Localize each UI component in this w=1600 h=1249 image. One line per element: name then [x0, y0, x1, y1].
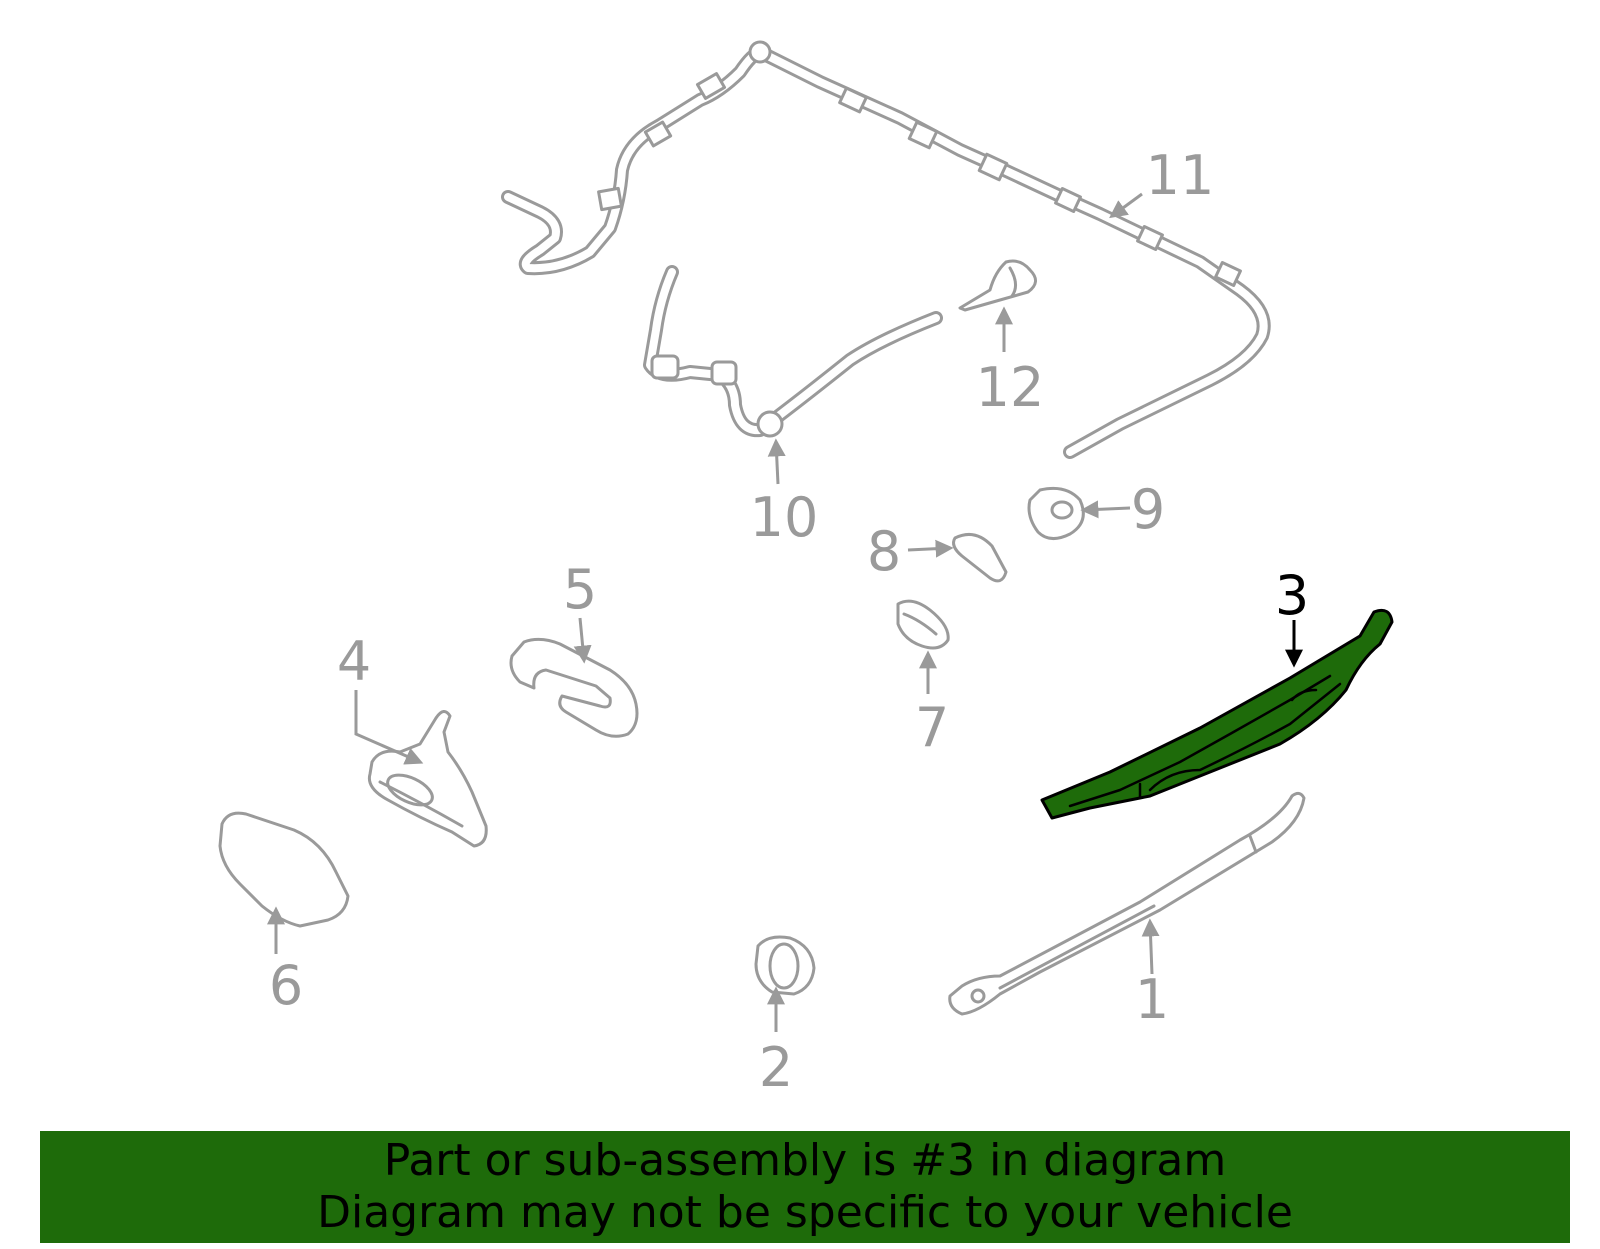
callout-10: 10: [750, 486, 819, 549]
callout-3: 3: [1275, 564, 1309, 627]
leader-10: [767, 438, 786, 485]
leader-11: [1109, 192, 1143, 219]
part-3-wiper-blade: [1040, 608, 1394, 820]
callout-8: 8: [867, 520, 901, 583]
callout-7: 7: [915, 696, 949, 759]
callout-5: 5: [563, 558, 597, 621]
part-5-seal: [509, 637, 639, 738]
callout-2: 2: [759, 1036, 793, 1099]
leader-5: [573, 617, 592, 664]
leader-8: [907, 539, 954, 558]
leader-9: [1080, 500, 1131, 519]
part-6-cover: [218, 811, 350, 928]
part-10-hose: [643, 265, 943, 438]
part-7-cover: [896, 599, 950, 650]
callout-9: 9: [1131, 478, 1165, 541]
part-8-cap: [952, 532, 1008, 583]
part-2-cap: [754, 935, 816, 996]
callout-4: 4: [337, 630, 371, 693]
callout-labels: 1 2 3 4 5 6 7 8 9 10 11 12: [269, 144, 1309, 1099]
banner-line-2: Diagram may not be specific to your vehi…: [317, 1187, 1293, 1238]
callout-6: 6: [269, 954, 303, 1017]
callout-1: 1: [1135, 968, 1169, 1031]
callout-12: 12: [976, 356, 1045, 419]
part-12-nozzle: [958, 259, 1037, 312]
leader-4: [354, 690, 424, 765]
info-banner: Part or sub-assembly is #3 in diagram Di…: [40, 1131, 1570, 1243]
part-11-washer-hose: [501, 40, 1271, 459]
leader-1: [1141, 918, 1160, 975]
part-9-grommet: [1027, 486, 1085, 540]
part-1-wiper-arm: [948, 791, 1306, 1016]
leader-lines: [267, 192, 1303, 1032]
part-4-pivot: [367, 710, 488, 848]
banner-line-1: Part or sub-assembly is #3 in diagram: [383, 1135, 1227, 1186]
callout-11: 11: [1146, 144, 1215, 207]
